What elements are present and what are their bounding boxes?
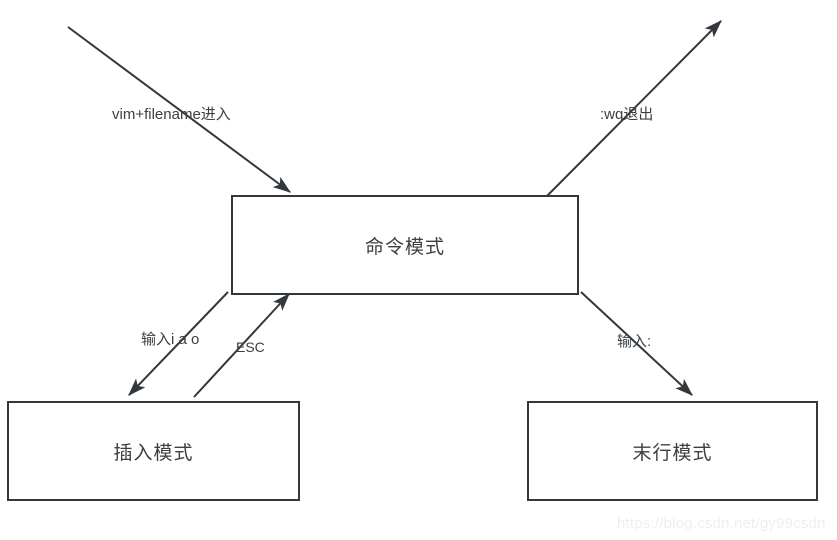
edge-colon-line — [580, 291, 693, 396]
node-command-mode-label: 命令模式 — [364, 236, 445, 258]
edge-quit-line — [544, 20, 722, 199]
node-lastline-mode[interactable]: 末行模式 — [527, 401, 818, 501]
node-command-mode[interactable]: 命令模式 — [231, 195, 579, 295]
edge-label-enter: vim+filename进入 — [112, 106, 231, 123]
edge-label-esc: ESC — [236, 339, 265, 355]
edge-enter-line — [67, 26, 291, 193]
node-insert-mode-label: 插入模式 — [113, 442, 194, 464]
edge-label-iao: 输入i a o — [141, 331, 200, 348]
edge-label-colon: 输入: — [617, 333, 652, 350]
edge-label-quit: :wq退出 — [600, 106, 654, 123]
watermark: https://blog.csdn.net/gy99csdn — [617, 515, 826, 532]
node-insert-mode[interactable]: 插入模式 — [7, 401, 300, 501]
edge-iao-line — [128, 291, 229, 396]
edge-esc-line — [193, 293, 290, 398]
node-lastline-mode-label: 末行模式 — [632, 442, 713, 464]
